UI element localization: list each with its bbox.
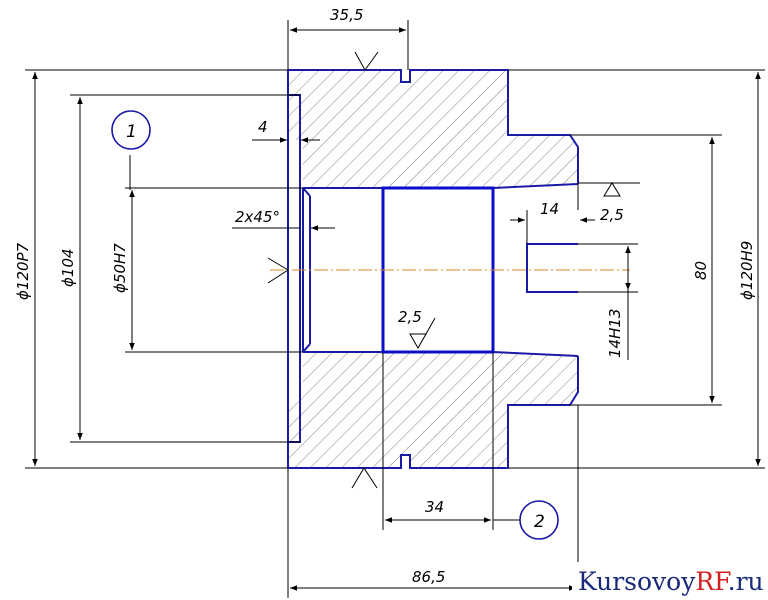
dim-chamfer-width: 4 bbox=[258, 118, 268, 136]
base-callout-2-label: 2 bbox=[534, 512, 545, 532]
dimension-lines bbox=[25, 20, 765, 598]
dim-groove-depth: 14 bbox=[540, 200, 559, 218]
watermark-part1: Kursovoy bbox=[578, 567, 696, 596]
roughness-top-icon bbox=[354, 51, 379, 71]
dim-dia-outer-right: ϕ120H9 bbox=[738, 241, 756, 300]
roughness-right-icon bbox=[598, 182, 640, 197]
dim-roughness-outer: 2,5 bbox=[600, 206, 624, 224]
dim-roughness-bore: 2,5 bbox=[398, 308, 422, 326]
dim-bore-length: 34 bbox=[425, 498, 444, 516]
roughness-bore-icon bbox=[409, 317, 436, 350]
svg-text:KursovoyRF.ru: KursovoyRF.ru bbox=[578, 567, 764, 596]
part-section bbox=[287, 69, 579, 469]
watermark-logo: KursovoyRF.ru bbox=[572, 562, 768, 600]
dim-dia-outer-left: ϕ120P7 bbox=[14, 242, 32, 300]
dim-chamfer: 2x45° bbox=[235, 208, 280, 226]
base-callout-1 bbox=[111, 110, 151, 150]
chamfer-line-top bbox=[302, 187, 311, 197]
dim-slot-width: 14H13 bbox=[606, 309, 624, 358]
roughness-bottom-icon bbox=[351, 467, 378, 489]
dim-dia-bore: ϕ50H7 bbox=[111, 243, 129, 293]
outer-contour bbox=[288, 69, 579, 184]
chamfer-face bbox=[288, 94, 301, 443]
roughness-symbols bbox=[267, 51, 640, 489]
base-callout-2 bbox=[519, 500, 559, 540]
base-callout-1-label: 1 bbox=[126, 122, 137, 142]
upper-section-hatch bbox=[288, 70, 578, 188]
taper-bottom-line bbox=[492, 351, 579, 357]
right-slot bbox=[526, 243, 578, 293]
dim-dia-104: ϕ104 bbox=[59, 248, 77, 287]
dim-top-width: 35,5 bbox=[330, 6, 363, 24]
dim-hub-width: 80 bbox=[692, 261, 710, 280]
watermark-part3: .ru bbox=[728, 567, 764, 596]
chamfer-line-bottom bbox=[302, 343, 311, 353]
watermark-part2: RF bbox=[695, 567, 731, 596]
outer-contour-lower bbox=[288, 356, 579, 469]
roughness-left-icon bbox=[267, 257, 289, 284]
taper-top-line bbox=[492, 183, 579, 189]
dim-total-length: 86,5 bbox=[412, 568, 445, 586]
lower-section-hatch bbox=[288, 352, 578, 468]
